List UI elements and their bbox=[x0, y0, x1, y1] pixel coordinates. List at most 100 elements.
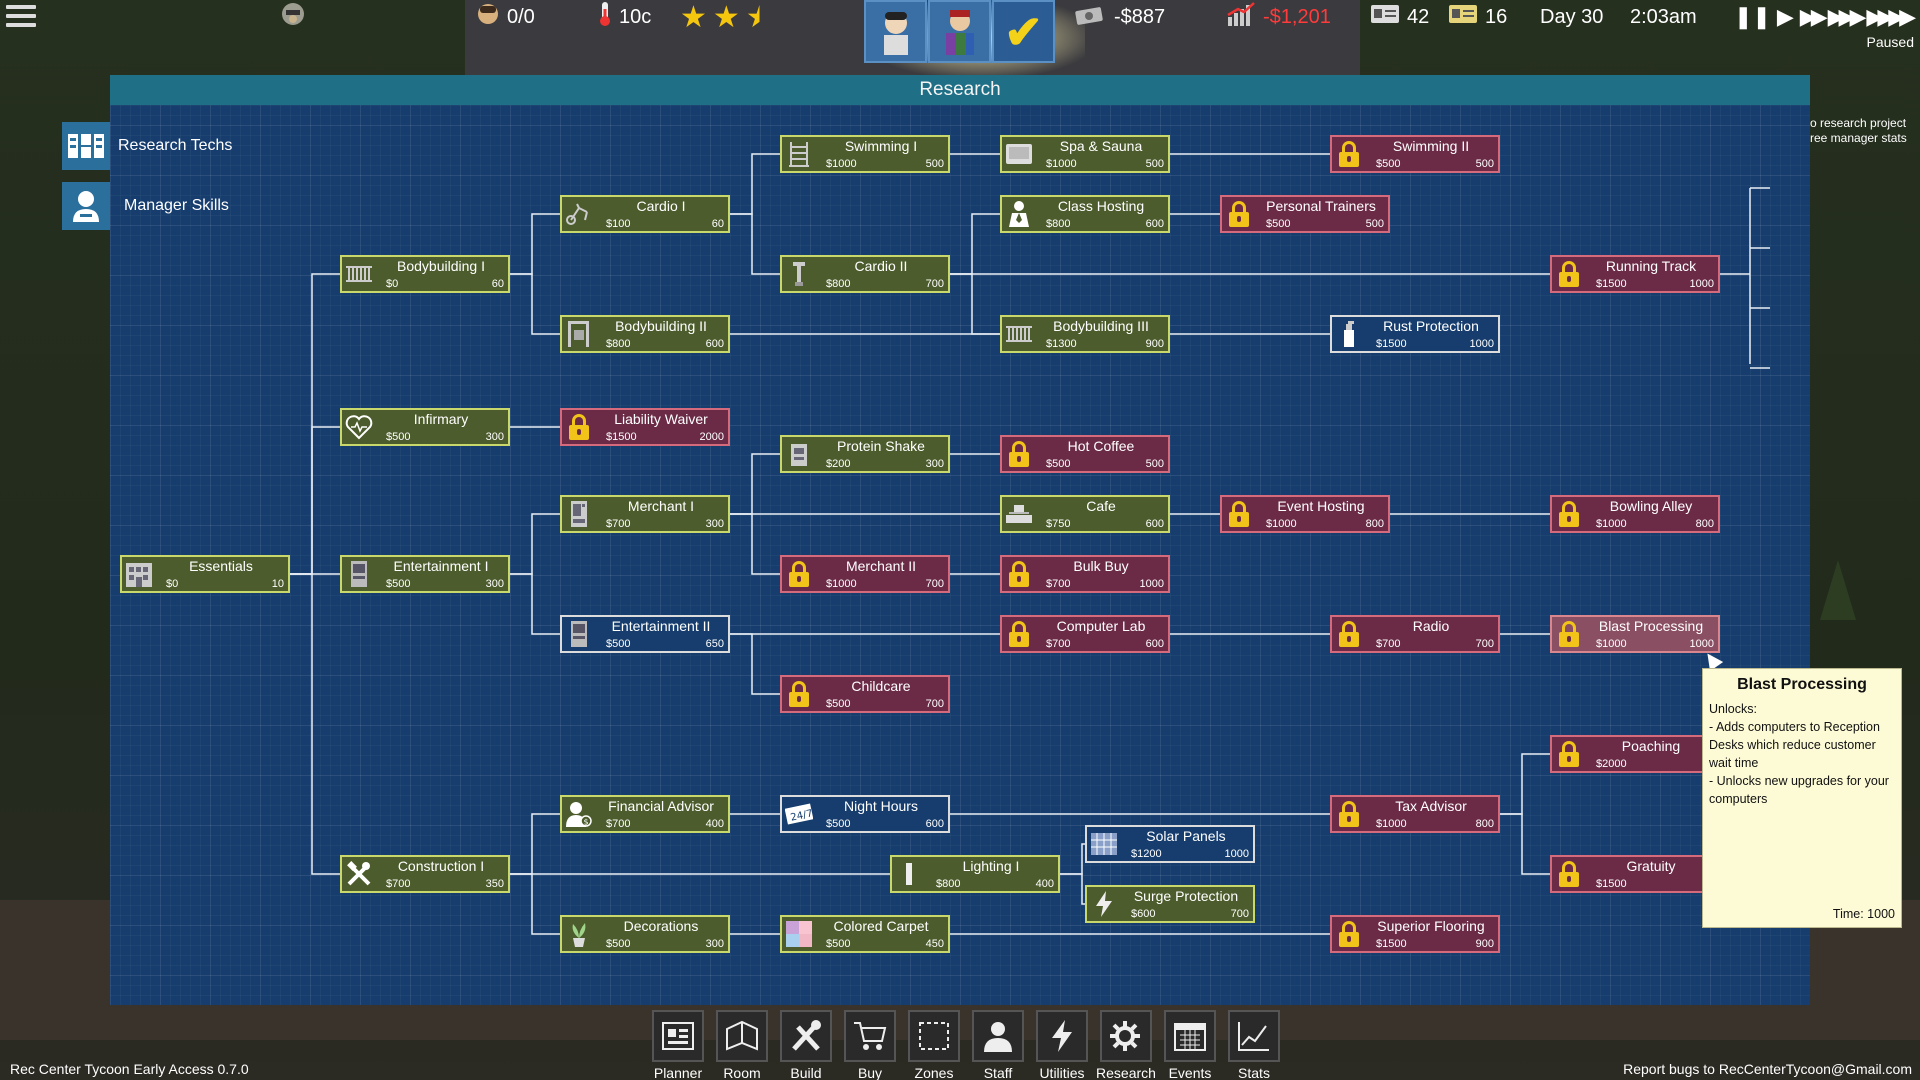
tech-connection-line bbox=[1060, 843, 1085, 875]
tech-node-gratuity[interactable]: Gratuity$150015 bbox=[1550, 855, 1720, 893]
profit-display[interactable]: -$1,201 bbox=[1226, 2, 1331, 30]
fast-forward-icon[interactable]: ▶▶ bbox=[1799, 4, 1828, 29]
lock-icon bbox=[785, 680, 813, 708]
tech-connection-line bbox=[730, 153, 780, 215]
tech-cost: $200 bbox=[826, 458, 851, 470]
fastest-forward-icon[interactable]: ▶▶▶▶ bbox=[1866, 4, 1916, 29]
gear-icon bbox=[1100, 1010, 1152, 1062]
toolbar-stats-button[interactable]: Stats bbox=[1222, 1010, 1286, 1080]
toolbar-room-button[interactable]: Room bbox=[710, 1010, 774, 1080]
toolbar-label: Buy bbox=[857, 1065, 883, 1080]
toolbar-research-button[interactable]: Research bbox=[1094, 1010, 1158, 1080]
tech-name: Lighting I bbox=[962, 858, 1020, 874]
staff-value: 16 bbox=[1485, 5, 1508, 28]
members-counter[interactable]: 42 bbox=[1370, 4, 1429, 30]
toolbar-staff-button[interactable]: Staff bbox=[966, 1010, 1030, 1080]
tech-time: 700 bbox=[925, 278, 944, 290]
paused-status: Paused bbox=[1866, 34, 1914, 50]
tech-time: 500 bbox=[1365, 218, 1384, 230]
rating-stars[interactable]: ★ ★ ★ bbox=[680, 1, 773, 34]
toolbar-zones-button[interactable]: Zones bbox=[902, 1010, 966, 1080]
money-display[interactable]: -$887 bbox=[1075, 4, 1165, 30]
tech-cost: $100 bbox=[606, 218, 631, 230]
staff-counter[interactable]: 16 bbox=[1448, 4, 1507, 30]
toolbar-planner-button[interactable]: Planner bbox=[646, 1010, 710, 1080]
tech-time: 500 bbox=[1145, 158, 1164, 170]
speed-controls: ❚❚ ▶ ▶▶ ▶▶▶ ▶▶▶▶ bbox=[1734, 4, 1916, 30]
pause-icon[interactable]: ❚❚ bbox=[1734, 4, 1771, 29]
tab-manager-skills[interactable]: Manager Skills bbox=[62, 182, 232, 230]
temperature-display[interactable]: 10c bbox=[598, 2, 651, 30]
faster-forward-icon[interactable]: ▶▶▶ bbox=[1827, 4, 1867, 29]
tech-name: Merchant II bbox=[845, 558, 917, 574]
tech-node-poaching[interactable]: Poaching$200015 bbox=[1550, 735, 1720, 773]
tech-connection-line bbox=[290, 573, 340, 875]
calendar-icon bbox=[1164, 1010, 1216, 1062]
sauna-icon bbox=[1005, 140, 1033, 168]
tech-time: 400 bbox=[705, 818, 724, 830]
toolbar-build-button[interactable]: Build bbox=[774, 1010, 838, 1080]
toolbar-utilities-button[interactable]: Utilities bbox=[1030, 1010, 1094, 1080]
tab-research-techs[interactable]: Research Techs bbox=[62, 122, 232, 170]
arcade-icon bbox=[345, 560, 373, 588]
ladder-icon bbox=[785, 140, 813, 168]
tech-name: Swimming II bbox=[1392, 138, 1470, 154]
toolbar-buy-button[interactable]: Buy bbox=[838, 1010, 902, 1080]
lock-icon bbox=[1005, 560, 1033, 588]
toolbar-events-button[interactable]: Events bbox=[1158, 1010, 1222, 1080]
hierarchy-icon bbox=[62, 122, 110, 170]
manager-avatar[interactable] bbox=[280, 3, 313, 30]
tech-connection-line bbox=[510, 573, 560, 635]
tech-time: 500 bbox=[1475, 158, 1494, 170]
tab-customers[interactable] bbox=[864, 0, 927, 63]
play-icon[interactable]: ▶ bbox=[1776, 4, 1794, 29]
lock-icon bbox=[1335, 140, 1363, 168]
research-side-tabs: Research Techs Manager Skills bbox=[62, 122, 232, 242]
visitors-counter[interactable]: 0/0 bbox=[476, 4, 535, 30]
visitor-icon bbox=[476, 2, 500, 32]
tab-staff[interactable] bbox=[928, 0, 991, 63]
toolbar-label: Build bbox=[790, 1065, 822, 1080]
menu-icon[interactable] bbox=[6, 5, 36, 29]
tab-objectives[interactable]: ✔ bbox=[992, 0, 1055, 63]
